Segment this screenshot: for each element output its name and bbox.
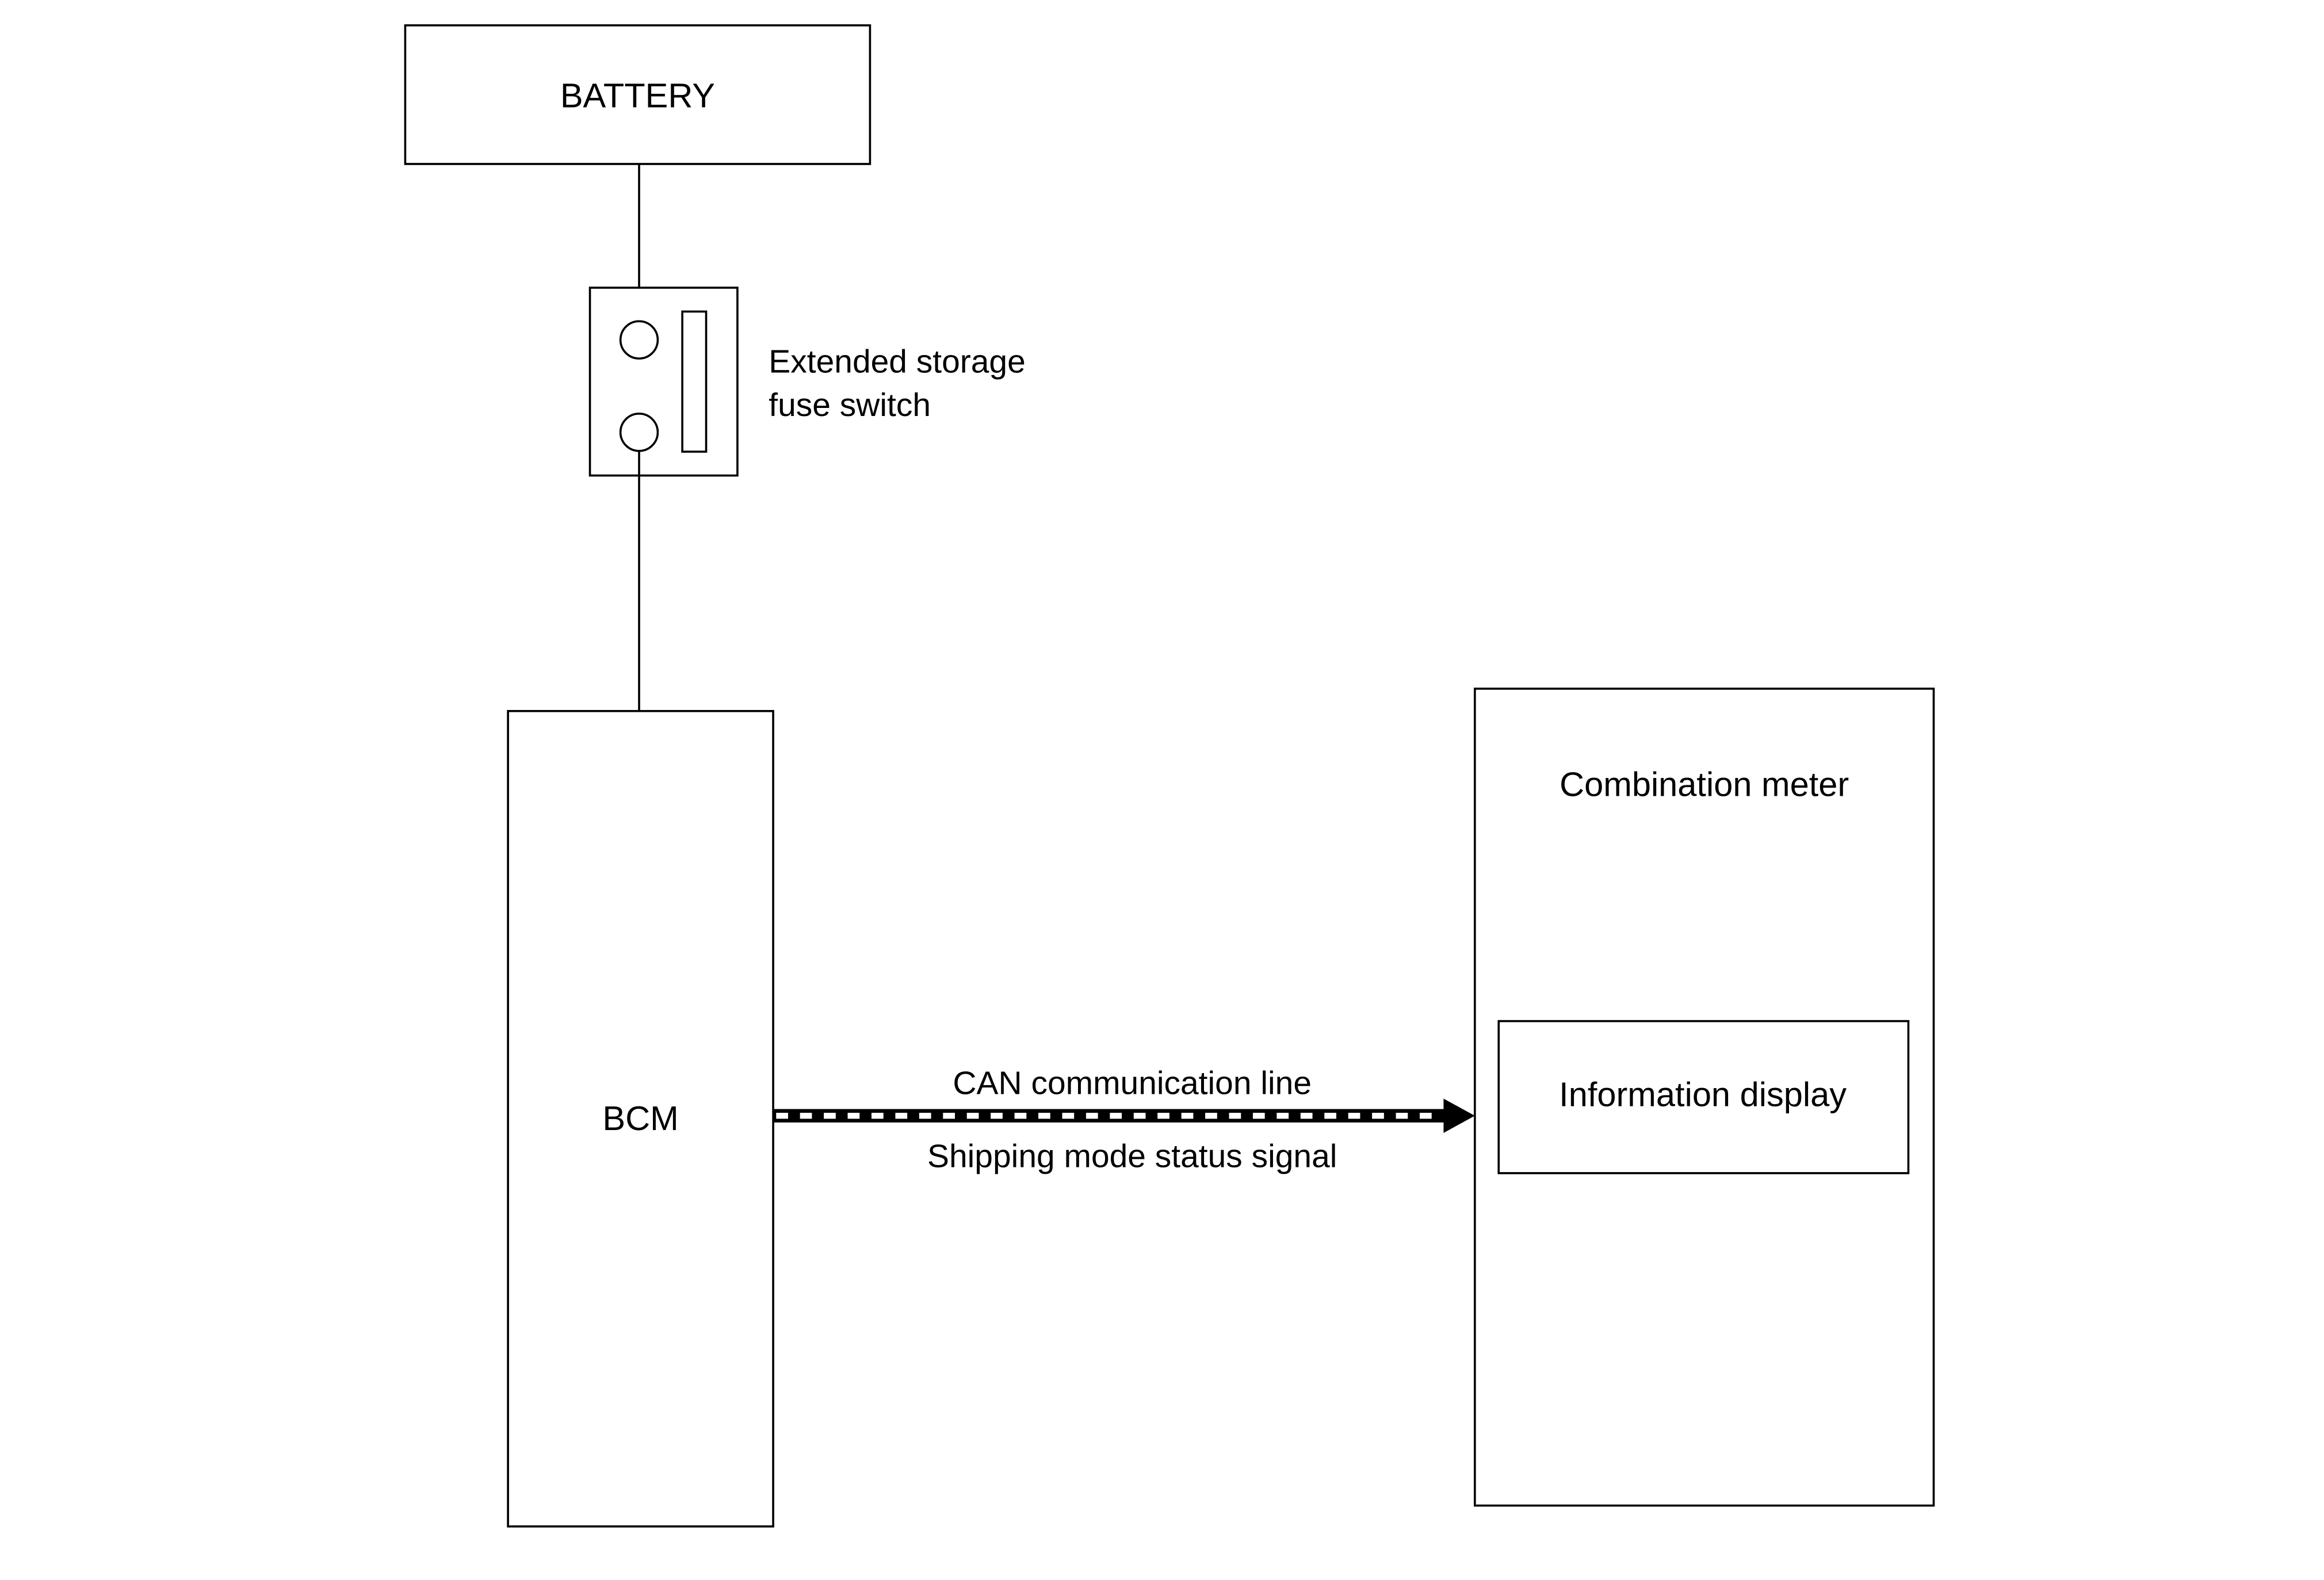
- fuse-terminal-top: [619, 320, 659, 360]
- combination-meter-block: Combination meter Information display: [1474, 688, 1935, 1507]
- battery-block: BATTERY: [404, 24, 871, 165]
- battery-label: BATTERY: [560, 77, 715, 115]
- bcm-label: BCM: [602, 1099, 678, 1138]
- fuse-element: [681, 310, 708, 453]
- combination-meter-label: Combination meter: [1559, 765, 1849, 803]
- bcm-block: BCM: [507, 709, 774, 1528]
- fuse-switch: [588, 287, 739, 477]
- fuse-switch-label-line2: fuse switch: [769, 387, 931, 423]
- fuse-switch-label-line1: Extended storage: [769, 344, 1025, 380]
- arrow-head: [1443, 1098, 1475, 1133]
- fuse-terminal-bottom: [619, 413, 659, 452]
- information-display-label: Information display: [1559, 1075, 1847, 1113]
- can-communication-line: [773, 1098, 1475, 1133]
- signal-label: Shipping mode status signal: [927, 1138, 1337, 1175]
- can-line-label: CAN communication line: [953, 1065, 1312, 1102]
- information-display-block: Information display: [1497, 1020, 1910, 1174]
